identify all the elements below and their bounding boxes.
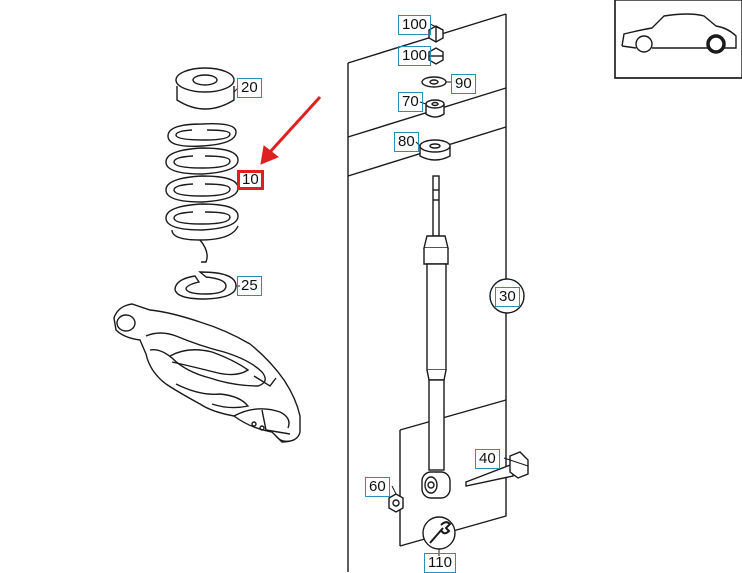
callout-100-lower[interactable]: 100 bbox=[398, 46, 432, 66]
callout-90[interactable]: 90 bbox=[451, 74, 476, 94]
tool-110-icon bbox=[422, 516, 456, 550]
callout-80[interactable]: 80 bbox=[394, 132, 419, 152]
washer-90 bbox=[421, 76, 447, 88]
callout-100-upper[interactable]: 100 bbox=[398, 15, 432, 35]
spring-seat-25 bbox=[174, 271, 237, 300]
shock-absorber-30 bbox=[421, 175, 451, 499]
callout-70[interactable]: 70 bbox=[398, 92, 423, 112]
callout-110[interactable]: 110 bbox=[424, 553, 456, 573]
coil-spring-10 bbox=[165, 122, 239, 263]
bolt-40 bbox=[465, 451, 529, 487]
rear-wheel-icon bbox=[706, 34, 726, 54]
trailing-arm bbox=[113, 303, 301, 443]
bushing-80 bbox=[419, 139, 451, 161]
front-wheel-icon bbox=[635, 35, 653, 53]
nut-100-upper bbox=[428, 25, 444, 43]
vehicle-thumbnail bbox=[614, 0, 742, 79]
bushing-70 bbox=[425, 99, 445, 118]
callout-20[interactable]: 20 bbox=[237, 78, 262, 98]
callout-10-highlighted[interactable]: 10 bbox=[237, 170, 264, 190]
nut-60 bbox=[388, 493, 404, 513]
spring-pad-20 bbox=[175, 67, 235, 110]
callout-30[interactable]: 30 bbox=[495, 287, 520, 307]
callout-40[interactable]: 40 bbox=[475, 449, 500, 469]
callout-25[interactable]: 25 bbox=[237, 276, 262, 296]
highlight-arrow bbox=[260, 95, 322, 165]
callout-60[interactable]: 60 bbox=[365, 477, 390, 497]
